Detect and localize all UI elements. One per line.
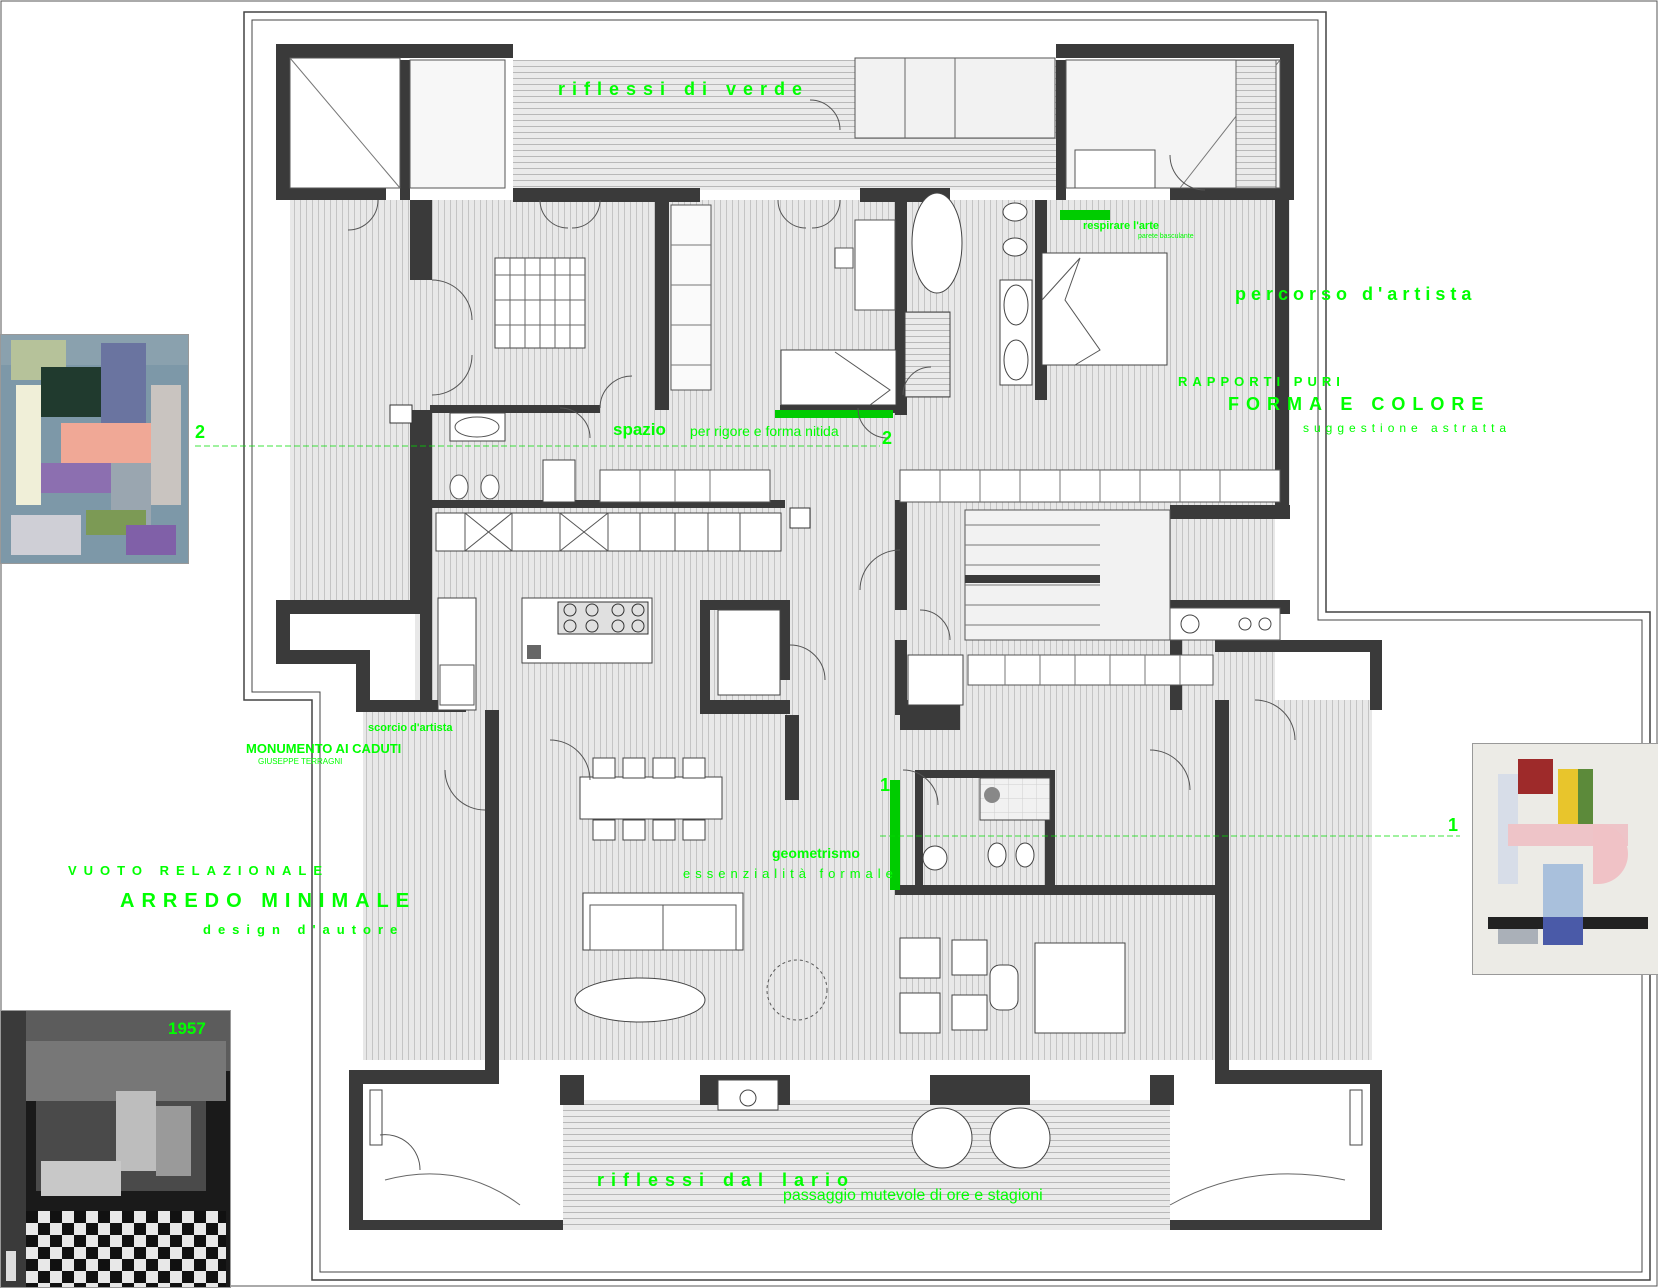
label-passaggio: passaggio mutevole di ore e stagioni (783, 1187, 1043, 1204)
south-balcony (563, 1100, 1170, 1230)
label-rapporti-puri: RAPPORTI PURI (1178, 374, 1345, 389)
label-arredo-minimale: ARREDO MINIMALE (120, 890, 417, 912)
west-terrace-lower (363, 700, 468, 1060)
historic-interior-photo: 1957 (0, 1010, 231, 1288)
label-spazio: spazio (613, 420, 666, 439)
bathtub (911, 192, 963, 294)
section-mark-1-left: 1 (880, 775, 891, 795)
coffee-table (574, 977, 706, 1023)
single-bed (780, 349, 897, 406)
label-suggestione: suggestione astratta (1303, 421, 1512, 435)
west-terrace (290, 200, 415, 600)
outer-boundary (243, 11, 1651, 1281)
label-spazio-sub: per rigore e forma nitida (690, 423, 839, 439)
desk (854, 219, 896, 311)
label-riflessi-lario: riflessi dal lario (597, 1170, 856, 1190)
shower (904, 311, 951, 398)
label-design-autore: design d'autore (203, 922, 405, 937)
section-mark-2-left: 2 (195, 422, 206, 442)
dining-table (579, 776, 723, 820)
label-respirare-sub: parete basculante (1138, 233, 1194, 240)
east-terrace (1230, 700, 1372, 1060)
label-geometrismo: geometrismo (772, 845, 860, 861)
label-riflessi-verde: riflessi di verde (558, 79, 810, 99)
label-monumento: MONUMENTO AI CADUTI (246, 741, 402, 756)
section-mark-2-right: 2 (882, 428, 893, 448)
fridge (717, 609, 781, 696)
label-essenzialita: essenzialità formale (683, 866, 898, 881)
north-west-closet (409, 59, 506, 189)
side-table (1034, 942, 1126, 1034)
abstract-painting-left (0, 334, 189, 564)
label-forma-colore: FORMA E COLORE (1228, 394, 1491, 414)
inner-boundary (251, 19, 1643, 1273)
east-terrace-upper (1175, 200, 1290, 510)
section-mark-1-right: 1 (1448, 815, 1459, 835)
label-vuoto-relazionale: VUOTO RELAZIONALE (68, 863, 330, 878)
label-scorcio: scorcio d'artista (368, 722, 453, 734)
green-wall-mark (1060, 210, 1110, 220)
label-respirare-arte: respirare l'arte (1083, 220, 1159, 232)
abstract-painting-right (1472, 743, 1658, 975)
master-bed (1041, 252, 1168, 366)
label-terragni: GIUSEPPE TERRAGNI (258, 757, 343, 766)
photo-year-label: 1957 (168, 1019, 206, 1038)
label-percorso-artista: percorso d'artista (1235, 284, 1477, 304)
